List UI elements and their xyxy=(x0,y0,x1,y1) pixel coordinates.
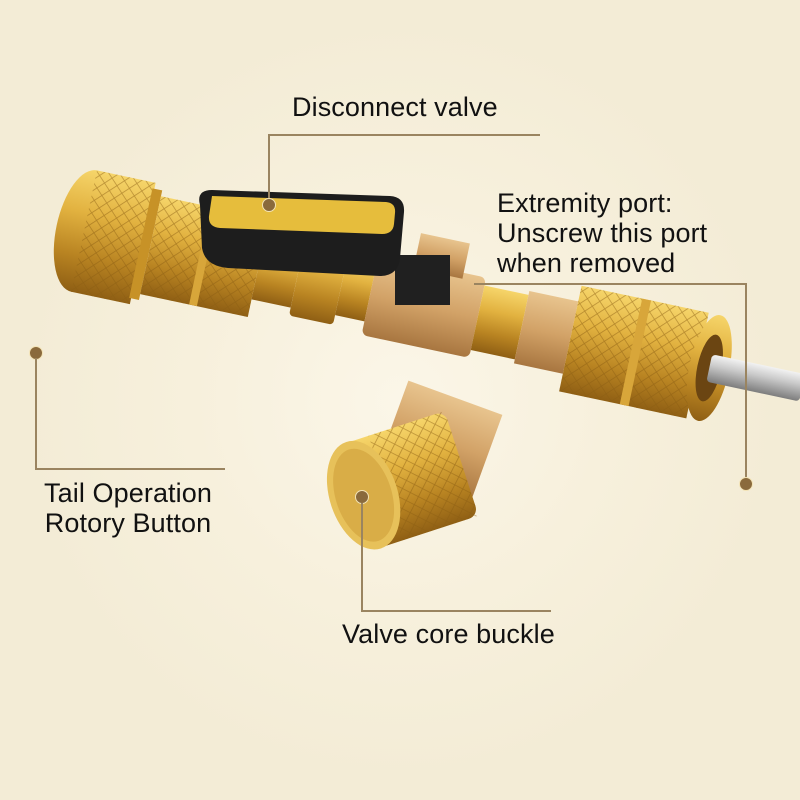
disconnect-valve-leader-h xyxy=(268,134,540,136)
extremity-port-line-2: Unscrew this port xyxy=(497,218,708,248)
extremity-port-line-3: when removed xyxy=(497,248,676,278)
disconnect-handle xyxy=(199,190,450,305)
extremity-port-line-1: Extremity port: xyxy=(497,188,673,218)
disconnect-valve-leader-v xyxy=(268,134,270,202)
tail-operation-label: Tail Operation Rotory Button xyxy=(28,478,228,538)
valve-core-pin xyxy=(707,355,800,401)
tail-operation-leader-h xyxy=(35,468,225,470)
disconnect-valve-marker-icon xyxy=(262,198,276,212)
side-cap xyxy=(326,380,503,550)
extremity-port-marker-icon xyxy=(739,477,753,491)
valve-core-buckle-marker-icon xyxy=(355,490,369,504)
extremity-port-leader-h xyxy=(474,283,746,285)
tail-operation-line-2: Rotory Button xyxy=(44,508,212,538)
extremity-knurled-coupler xyxy=(559,285,732,422)
extremity-port-leader-v xyxy=(745,283,747,483)
valve-core-buckle-leader-h xyxy=(361,610,551,612)
extremity-port-label: Extremity port: Unscrew this port when r… xyxy=(497,188,707,278)
tail-operation-leader-v xyxy=(35,358,37,469)
valve-core-buckle-label: Valve core buckle xyxy=(342,619,555,649)
valve-core-buckle-leader-v xyxy=(361,503,363,611)
tail-operation-line-1: Tail Operation xyxy=(44,478,212,508)
disconnect-valve-label: Disconnect valve xyxy=(292,92,498,122)
